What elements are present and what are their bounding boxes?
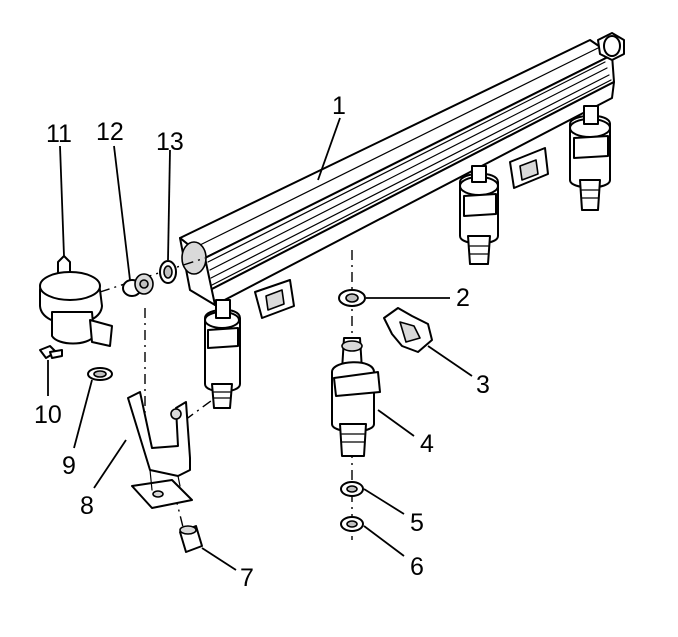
fuel-injector — [331, 337, 381, 457]
regulator-centerline — [99, 257, 206, 293]
leader-4 — [377, 409, 415, 437]
leader-9 — [73, 379, 93, 449]
lower-o-ring — [340, 481, 364, 497]
callout-12: 12 — [96, 118, 124, 146]
leader-7 — [201, 547, 237, 571]
callout-1: 1 — [332, 92, 346, 120]
bracket-bolt-centerline — [184, 397, 216, 421]
leader-12 — [113, 145, 131, 281]
callout-labels: 1 2 3 4 5 6 7 8 9 10 11 12 13 — [34, 92, 490, 592]
callout-4: 4 — [420, 430, 434, 458]
callout-7: 7 — [240, 564, 254, 592]
callout-8: 8 — [80, 492, 94, 520]
bracket-bolt — [179, 525, 203, 553]
installed-injector-right — [569, 105, 611, 211]
regulator-o-ring — [159, 260, 177, 284]
leader-3 — [427, 345, 473, 377]
leader-6 — [363, 525, 405, 557]
regulator-filter — [122, 273, 154, 297]
leader-8 — [93, 439, 127, 489]
callout-2: 2 — [456, 284, 470, 312]
leader-13 — [167, 149, 171, 261]
callout-13: 13 — [156, 128, 184, 156]
regulator-bracket — [127, 391, 193, 509]
leader-5 — [363, 488, 405, 515]
leader-1 — [317, 117, 341, 181]
leader-11 — [59, 145, 65, 257]
callout-5: 5 — [410, 509, 424, 537]
injector-retainer-clip — [383, 307, 433, 353]
upper-o-ring — [338, 289, 366, 307]
regulator-screw — [39, 345, 63, 359]
leader-lines — [47, 117, 473, 571]
fuel-rail — [179, 32, 625, 319]
small-o-ring — [87, 367, 113, 381]
installed-injector-left — [204, 299, 241, 409]
installed-injector-middle — [459, 165, 499, 265]
callout-10: 10 — [34, 401, 62, 429]
callout-11: 11 — [46, 120, 72, 148]
callout-6: 6 — [410, 553, 424, 581]
injector-seal — [340, 516, 364, 532]
fuel-pressure-regulator — [39, 255, 113, 347]
callout-3: 3 — [476, 371, 490, 399]
callout-9: 9 — [62, 452, 76, 480]
